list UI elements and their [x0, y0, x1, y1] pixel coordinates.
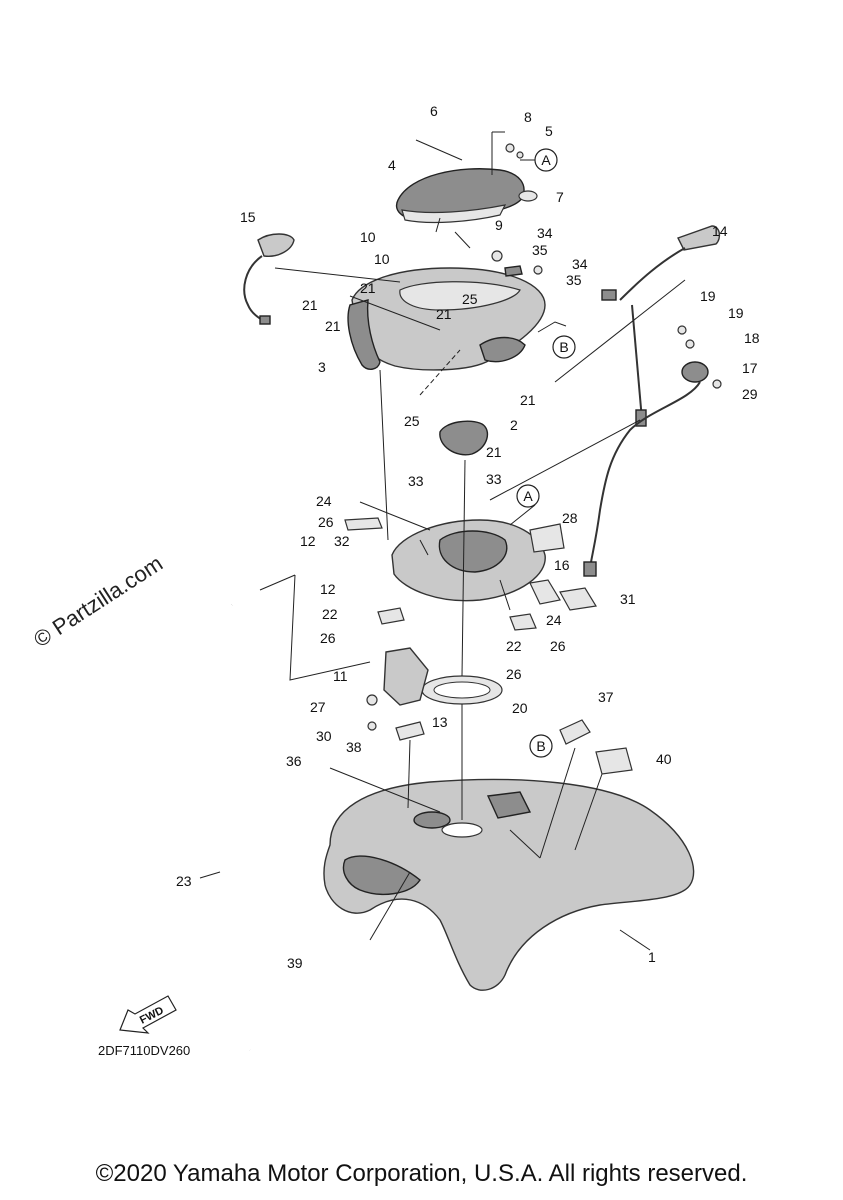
callout-label: 17: [742, 360, 758, 376]
callout-label: 1: [648, 949, 656, 965]
callout-label: 24: [316, 493, 332, 509]
callout-label: 33: [408, 473, 424, 489]
callout-label: 19: [728, 305, 744, 321]
callout-label: 13: [432, 714, 448, 730]
callout-label: 21: [302, 297, 318, 313]
callout-label: 22: [506, 638, 522, 654]
callout-label: 6: [430, 103, 438, 119]
callout-label: 30: [316, 728, 332, 744]
part-16-bracket: [344, 517, 597, 631]
part-37-bracket: [559, 719, 591, 745]
callout-label: 26: [550, 638, 566, 654]
callout-label: 39: [287, 955, 303, 971]
callout-label: 10: [374, 251, 390, 267]
callout-label: 38: [346, 739, 362, 755]
ref-label: A: [523, 488, 533, 504]
watermark: © Partzilla.com: [29, 550, 167, 652]
callout-label: 40: [656, 751, 672, 767]
copyright-notice: ©2020 Yamaha Motor Corporation, U.S.A. A…: [95, 1160, 748, 1187]
callout-label: 3: [318, 359, 326, 375]
callout-label: 26: [320, 630, 336, 646]
callout-label: 34: [537, 225, 553, 241]
callout-label: 35: [532, 242, 548, 258]
callout-label: 31: [620, 591, 636, 607]
part-11-bracket: [366, 647, 429, 741]
callout-label: 22: [322, 606, 338, 622]
callout-label: 21: [520, 392, 536, 408]
callout-label: 21: [360, 280, 376, 296]
callout-label: 19: [700, 288, 716, 304]
callout-label: 26: [506, 666, 522, 682]
fwd-arrow-icon: FWD: [119, 995, 177, 1034]
callout-label: 27: [310, 699, 326, 715]
callout-label: 32: [334, 533, 350, 549]
callout-label: 26: [318, 514, 334, 530]
callout-label: 29: [742, 386, 758, 402]
part-40-label: [595, 747, 633, 775]
callout-label: 28: [562, 510, 578, 526]
callout-label: 11: [333, 668, 348, 684]
reference-markers: A A B B: [516, 148, 576, 758]
callout-label: 37: [598, 689, 614, 705]
part-15-sensor: [243, 233, 295, 325]
callout-label: 12: [300, 533, 316, 549]
callout-label: 20: [512, 700, 528, 716]
callout-label: 21: [436, 306, 452, 322]
callout-label: 14: [712, 223, 728, 239]
callout-label: 25: [404, 413, 420, 429]
part-main-cover: [347, 267, 546, 371]
callout-label: 23: [176, 873, 192, 889]
callout-label: 15: [240, 209, 256, 225]
part-17-switch: [583, 325, 722, 577]
ref-label: B: [559, 339, 568, 355]
callout-label: 18: [744, 330, 760, 346]
callout-label: 36: [286, 753, 302, 769]
part-top-cover: [395, 168, 525, 224]
callout-label: 21: [325, 318, 341, 334]
callout-label: 7: [556, 189, 564, 205]
callout-labels: 1 2 3 4 5 6 7 8 9 10 10 11 12 12 13 14 1…: [176, 103, 760, 971]
part-1-fuel-tank: [323, 778, 695, 991]
callout-label: 33: [486, 471, 502, 487]
ref-label: A: [541, 152, 551, 168]
parts-diagram: © Partzilla.com: [29, 103, 760, 1058]
callout-label: 21: [486, 444, 502, 460]
diagram-code: 2DF7110DV260: [98, 1043, 190, 1058]
part-2-cap: [439, 420, 489, 456]
callout-label: 16: [554, 557, 570, 573]
callout-label: 24: [546, 612, 562, 628]
callout-label: 34: [572, 256, 588, 272]
callout-label: 8: [524, 109, 532, 125]
part-14-harness: [601, 225, 721, 427]
callout-label: 12: [320, 581, 336, 597]
callout-label: 4: [388, 157, 396, 173]
callout-label: 10: [360, 229, 376, 245]
callout-label: 2: [510, 417, 518, 433]
ref-label: B: [536, 738, 545, 754]
callout-label: 9: [495, 217, 503, 233]
callout-label: 25: [462, 291, 478, 307]
callout-label: 35: [566, 272, 582, 288]
callout-label: 5: [545, 123, 553, 139]
